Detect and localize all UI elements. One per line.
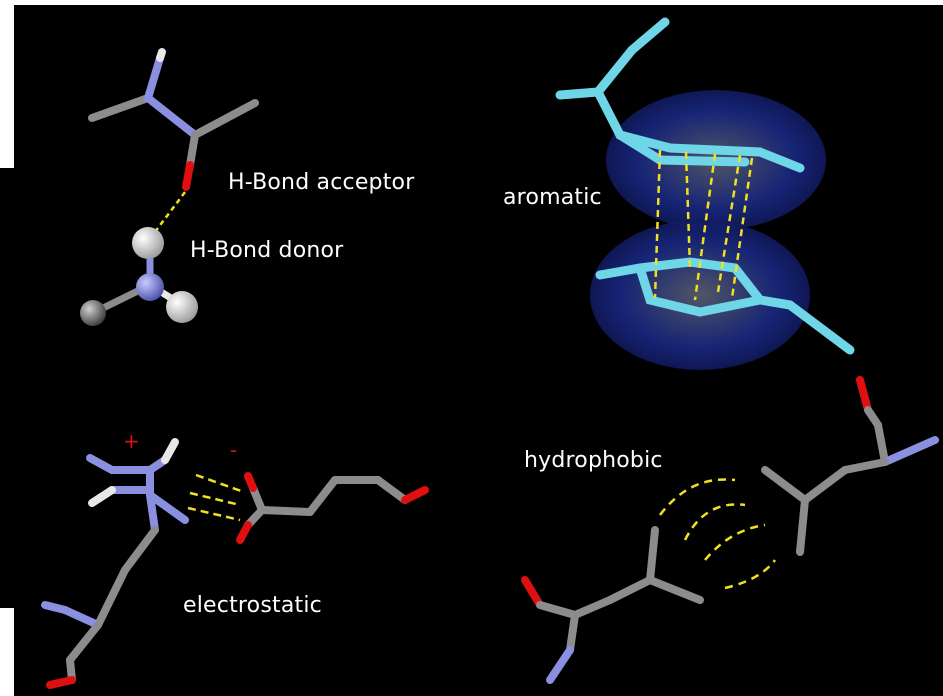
panel-left-a [0, 168, 20, 608]
hbond-acceptor-molecule [88, 48, 259, 191]
hbond-acceptor-label: H-Bond acceptor [228, 170, 415, 195]
hbond-dashed-line [154, 191, 186, 233]
hydrophobic-lower-residue [521, 526, 704, 684]
hbond-donor-label: H-Bond donor [190, 238, 344, 263]
hbond-donor-molecule [80, 227, 198, 326]
electrostatic-arginine [41, 438, 189, 689]
aromatic-label: aromatic [503, 185, 602, 210]
positive-charge-label: + [123, 429, 140, 453]
electrostatic-carboxylate [236, 472, 429, 544]
electrostatic-dashed-lines [187, 473, 245, 522]
aromatic-rings [555, 17, 855, 355]
electrostatic-label: electrostatic [183, 593, 322, 618]
negative-charge-label: - [230, 438, 238, 462]
hydrophobic-label: hydrophobic [524, 448, 663, 473]
hydrophobic-upper-residue [761, 376, 939, 556]
aromatic-stacking-lines [653, 149, 754, 301]
hydrophobic-dashed-arcs [659, 478, 776, 590]
